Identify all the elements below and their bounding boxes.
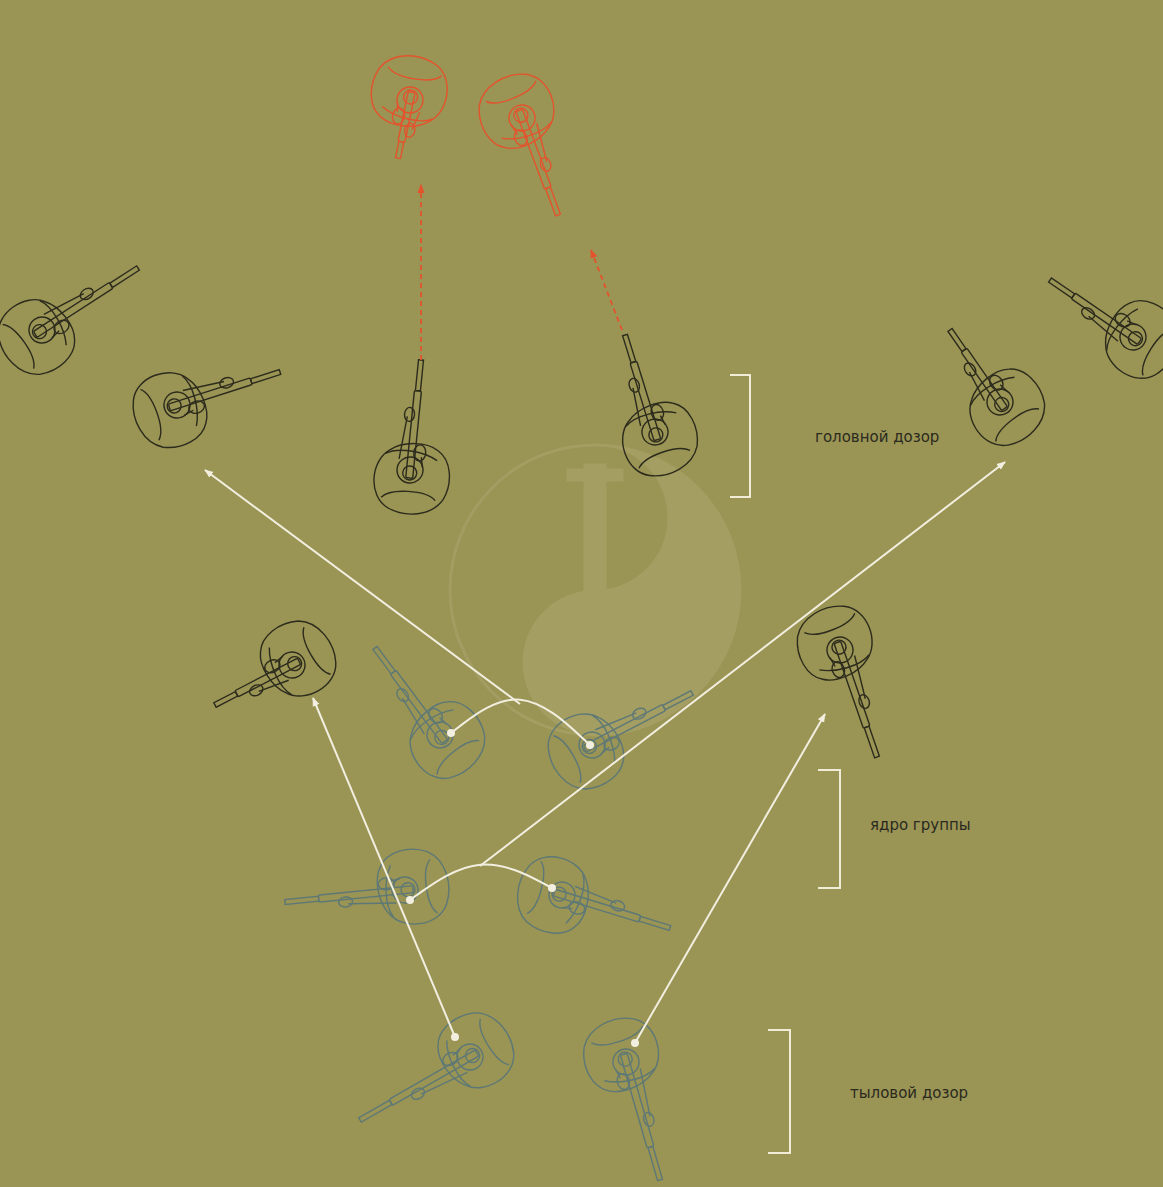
- advance-arrow: [420, 185, 422, 360]
- soldier-figure: [197, 609, 348, 736]
- bracket: [818, 770, 840, 888]
- swap-arc: [410, 864, 552, 900]
- soldier-figure: [592, 323, 707, 484]
- advance-arrow: [591, 250, 622, 330]
- soldier-figure: [508, 849, 680, 967]
- soldier-figure: [469, 65, 591, 229]
- start-dot: [586, 741, 594, 749]
- group-brackets: [730, 375, 840, 1153]
- soldier-figure: [1030, 247, 1163, 391]
- soldier-figure: [575, 1010, 693, 1187]
- move-arrow: [205, 470, 520, 704]
- movement-arrows: [205, 185, 1005, 1047]
- start-dot: [406, 896, 414, 904]
- bracket: [768, 1030, 790, 1153]
- start-dot: [548, 884, 556, 892]
- soldier-figure: [537, 662, 711, 801]
- soldier-figure: [359, 49, 453, 165]
- soldier-figure: [0, 239, 160, 388]
- move-arrow: [480, 462, 1005, 866]
- start-dot: [447, 729, 455, 737]
- start-dot: [631, 1039, 639, 1047]
- soldier-figure: [281, 846, 452, 937]
- move-arrow: [635, 714, 825, 1043]
- swap-arc: [451, 700, 590, 745]
- move-arrow: [313, 698, 455, 1037]
- soldier-figure: [124, 339, 292, 457]
- watermark-emblem: [450, 445, 740, 735]
- group-label: тыловой дозор: [850, 1084, 968, 1102]
- start-dot: [451, 1033, 459, 1041]
- soldier-figure: [347, 624, 498, 791]
- soldier-figure: [340, 1000, 525, 1150]
- group-label: ядро группы: [870, 816, 971, 834]
- soldier-figure: [371, 357, 461, 518]
- group-label: головной дозор: [815, 428, 939, 446]
- bracket: [730, 375, 750, 497]
- soldier-figure: [788, 597, 910, 770]
- soldier-figure: [921, 307, 1058, 458]
